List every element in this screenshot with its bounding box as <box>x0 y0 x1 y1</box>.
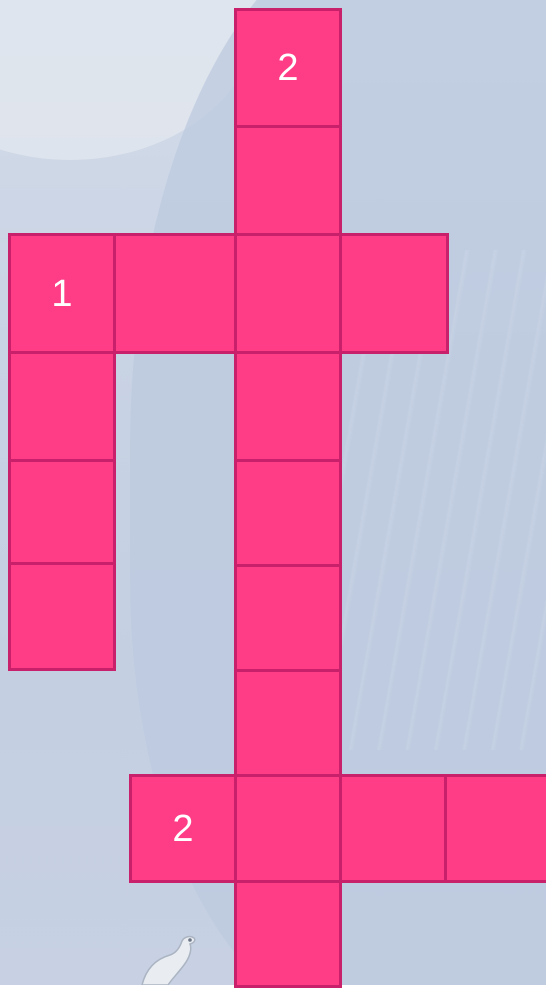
cell-vertical-5[interactable] <box>234 459 342 567</box>
cell-vertical-2[interactable] <box>234 125 342 236</box>
cell-left-2[interactable] <box>8 351 116 462</box>
cell-across-2-4[interactable] <box>444 774 546 883</box>
cell-across-2-1[interactable]: 2 <box>129 774 237 883</box>
clue-number-vertical: 2 <box>277 49 298 87</box>
cell-vertical-9[interactable] <box>234 880 342 988</box>
cell-left-3[interactable] <box>8 459 116 565</box>
cell-vertical-3-intersect[interactable] <box>234 233 342 354</box>
bird-icon <box>132 925 212 985</box>
cell-vertical-6[interactable] <box>234 564 342 672</box>
cell-vertical-7[interactable] <box>234 669 342 777</box>
clue-number-bottom: 2 <box>172 810 193 848</box>
cell-vertical-4[interactable] <box>234 351 342 462</box>
cell-across-1-2[interactable] <box>113 233 237 354</box>
cell-across-2-3[interactable] <box>339 774 447 883</box>
cell-vertical-8-intersect[interactable] <box>234 774 342 883</box>
cell-vertical-1[interactable]: 2 <box>234 8 342 128</box>
cell-across-1-4[interactable] <box>339 233 449 354</box>
clue-number-left: 1 <box>51 275 72 313</box>
cell-left-4[interactable] <box>8 562 116 671</box>
cell-across-1-1[interactable]: 1 <box>8 233 116 354</box>
